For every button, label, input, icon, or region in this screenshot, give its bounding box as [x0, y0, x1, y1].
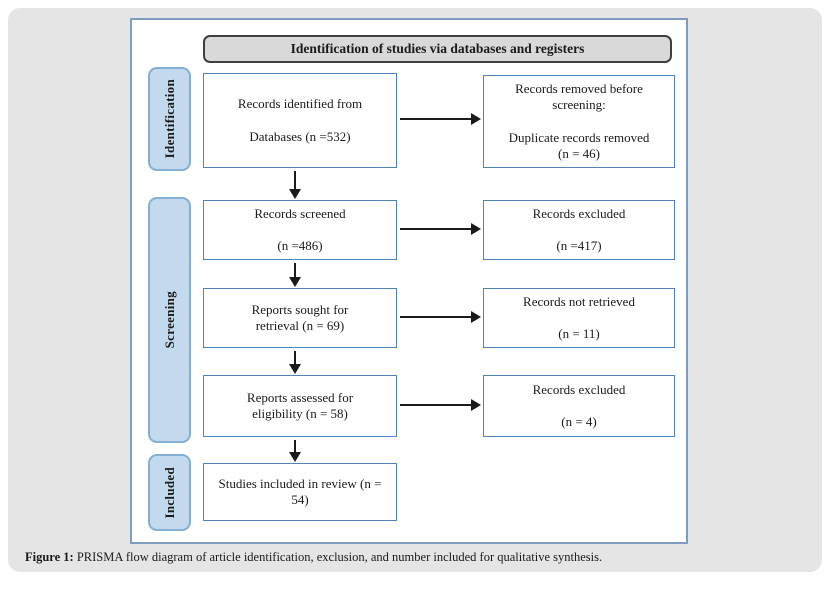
figure-caption: Figure 1: PRISMA flow diagram of article…	[25, 550, 815, 565]
stage-label-text: Identification	[161, 79, 177, 159]
figure-caption-text: PRISMA flow diagram of article identific…	[73, 550, 603, 564]
box-line: Records identified from	[237, 96, 363, 112]
stage-label-screening: Screening	[148, 197, 191, 443]
box-records-excluded-2: Records excluded (n = 4)	[483, 375, 675, 437]
stage-label-included: Included	[148, 454, 191, 531]
stage-label-text: Included	[161, 466, 177, 519]
box-line: (n =417)	[556, 238, 602, 253]
box-records-not-retrieved: Records not retrieved (n = 11)	[483, 288, 675, 348]
box-line: Studies included in review (n = 54)	[218, 475, 382, 507]
down-arrow-icon	[289, 440, 301, 462]
box-line: Reports assessed for eligibility (n = 58…	[246, 389, 354, 421]
box-reports-sought: Reports sought for retrieval (n = 69)	[203, 288, 397, 348]
box-records-identified: Records identified from Databases (n =53…	[203, 73, 397, 168]
box-line: Duplicate records removed (n = 46)	[508, 129, 650, 161]
down-arrow-icon	[289, 263, 301, 287]
box-line: (n = 11)	[558, 326, 600, 341]
figure-caption-label: Figure 1:	[25, 550, 74, 564]
box-line: Records removed before screening:	[515, 81, 643, 113]
box-line: Records screened	[254, 205, 346, 221]
box-line: Reports sought for retrieval (n = 69)	[251, 301, 349, 333]
box-line: Databases (n =532)	[249, 128, 351, 144]
right-arrow-icon	[400, 311, 481, 323]
box-line: Records excluded	[532, 205, 626, 221]
right-arrow-icon	[400, 113, 481, 125]
down-arrow-icon	[289, 351, 301, 374]
stage-label-text: Screening	[161, 291, 177, 349]
box-records-removed: Records removed before screening: Duplic…	[483, 75, 675, 168]
box-records-screened: Records screened (n =486)	[203, 200, 397, 260]
down-arrow-icon	[289, 171, 301, 199]
right-arrow-icon	[400, 223, 481, 235]
box-line: (n = 4)	[561, 414, 597, 429]
diagram-title: Identification of studies via databases …	[290, 41, 585, 56]
box-reports-assessed: Reports assessed for eligibility (n = 58…	[203, 375, 397, 437]
box-studies-included: Studies included in review (n = 54)	[203, 463, 397, 521]
box-line: Records not retrieved	[523, 293, 635, 309]
right-arrow-icon	[400, 399, 481, 411]
box-records-excluded-1: Records excluded (n =417)	[483, 200, 675, 260]
box-line: (n =486)	[277, 238, 323, 253]
stage-label-identification: Identification	[148, 67, 191, 171]
box-line: Records excluded	[532, 381, 626, 397]
diagram-title-banner: Identification of studies via databases …	[203, 35, 672, 63]
